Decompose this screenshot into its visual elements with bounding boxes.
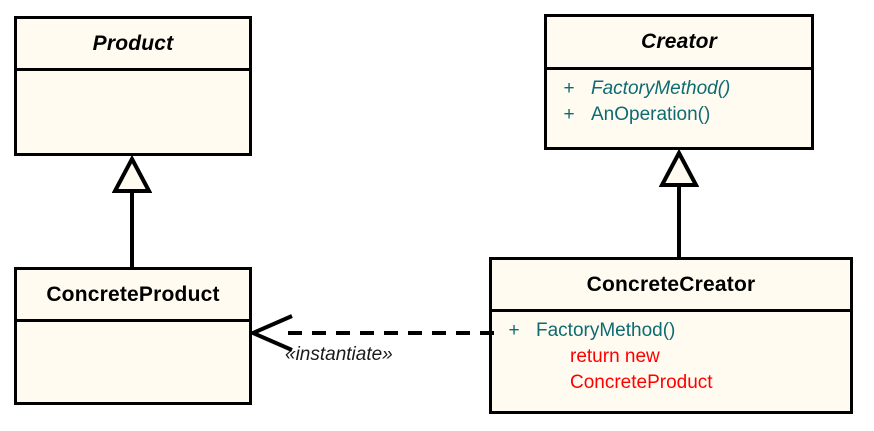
class-member-row: + FactoryMethod() xyxy=(492,318,850,344)
dependency-arrow-instantiate[interactable] xyxy=(250,312,494,360)
class-member-row: + FactoryMethod() xyxy=(547,76,811,102)
open-arrowhead-icon xyxy=(250,314,293,352)
class-name-concreteproduct: ConcreteProduct xyxy=(46,282,220,306)
member-visibility-icon: + xyxy=(563,104,575,125)
class-members-compartment-creator: + FactoryMethod() + AnOperation() xyxy=(547,70,811,147)
class-title-compartment: ConcreteProduct xyxy=(17,270,249,322)
class-name-concretecreator: ConcreteCreator xyxy=(586,272,756,296)
method-body-line-1: return new xyxy=(570,346,660,367)
class-box-creator[interactable]: Creator + FactoryMethod() + AnOperation(… xyxy=(544,14,814,150)
class-members-compartment-concreteproduct xyxy=(17,322,249,402)
member-visibility-icon: + xyxy=(563,78,575,99)
generalization-triangle-product[interactable] xyxy=(112,156,152,194)
class-name-creator: Creator xyxy=(640,30,718,53)
class-title-compartment: Product xyxy=(17,19,249,71)
generalization-line-concretecreator-to-creator[interactable] xyxy=(677,184,681,258)
generalization-line-concreteproduct-to-product[interactable] xyxy=(130,190,134,268)
generalization-triangle-creator[interactable] xyxy=(659,150,699,188)
method-body-line-2: ConcreteProduct xyxy=(570,372,713,393)
class-name-product: Product xyxy=(92,31,174,55)
class-box-concreteproduct[interactable]: ConcreteProduct xyxy=(14,267,252,405)
hollow-triangle-icon xyxy=(659,150,699,187)
class-box-concretecreator[interactable]: ConcreteCreator + FactoryMethod() return… xyxy=(489,257,853,414)
class-member-row: + AnOperation() xyxy=(547,102,811,128)
class-title-compartment: Creator xyxy=(547,17,811,70)
dependency-stereotype-label: «instantiate» xyxy=(285,344,393,365)
class-box-product[interactable]: Product xyxy=(14,16,252,156)
member-name-factorymethod: FactoryMethod() xyxy=(591,78,731,99)
member-name-factorymethod: FactoryMethod() xyxy=(536,320,676,341)
class-members-compartment-concretecreator: + FactoryMethod() return new ConcretePro… xyxy=(492,312,850,411)
member-name-anoperation: AnOperation() xyxy=(591,104,711,125)
class-title-compartment: ConcreteCreator xyxy=(492,260,850,312)
member-visibility-icon: + xyxy=(508,320,520,341)
class-members-compartment-product xyxy=(17,71,249,153)
hollow-triangle-icon xyxy=(112,156,152,193)
